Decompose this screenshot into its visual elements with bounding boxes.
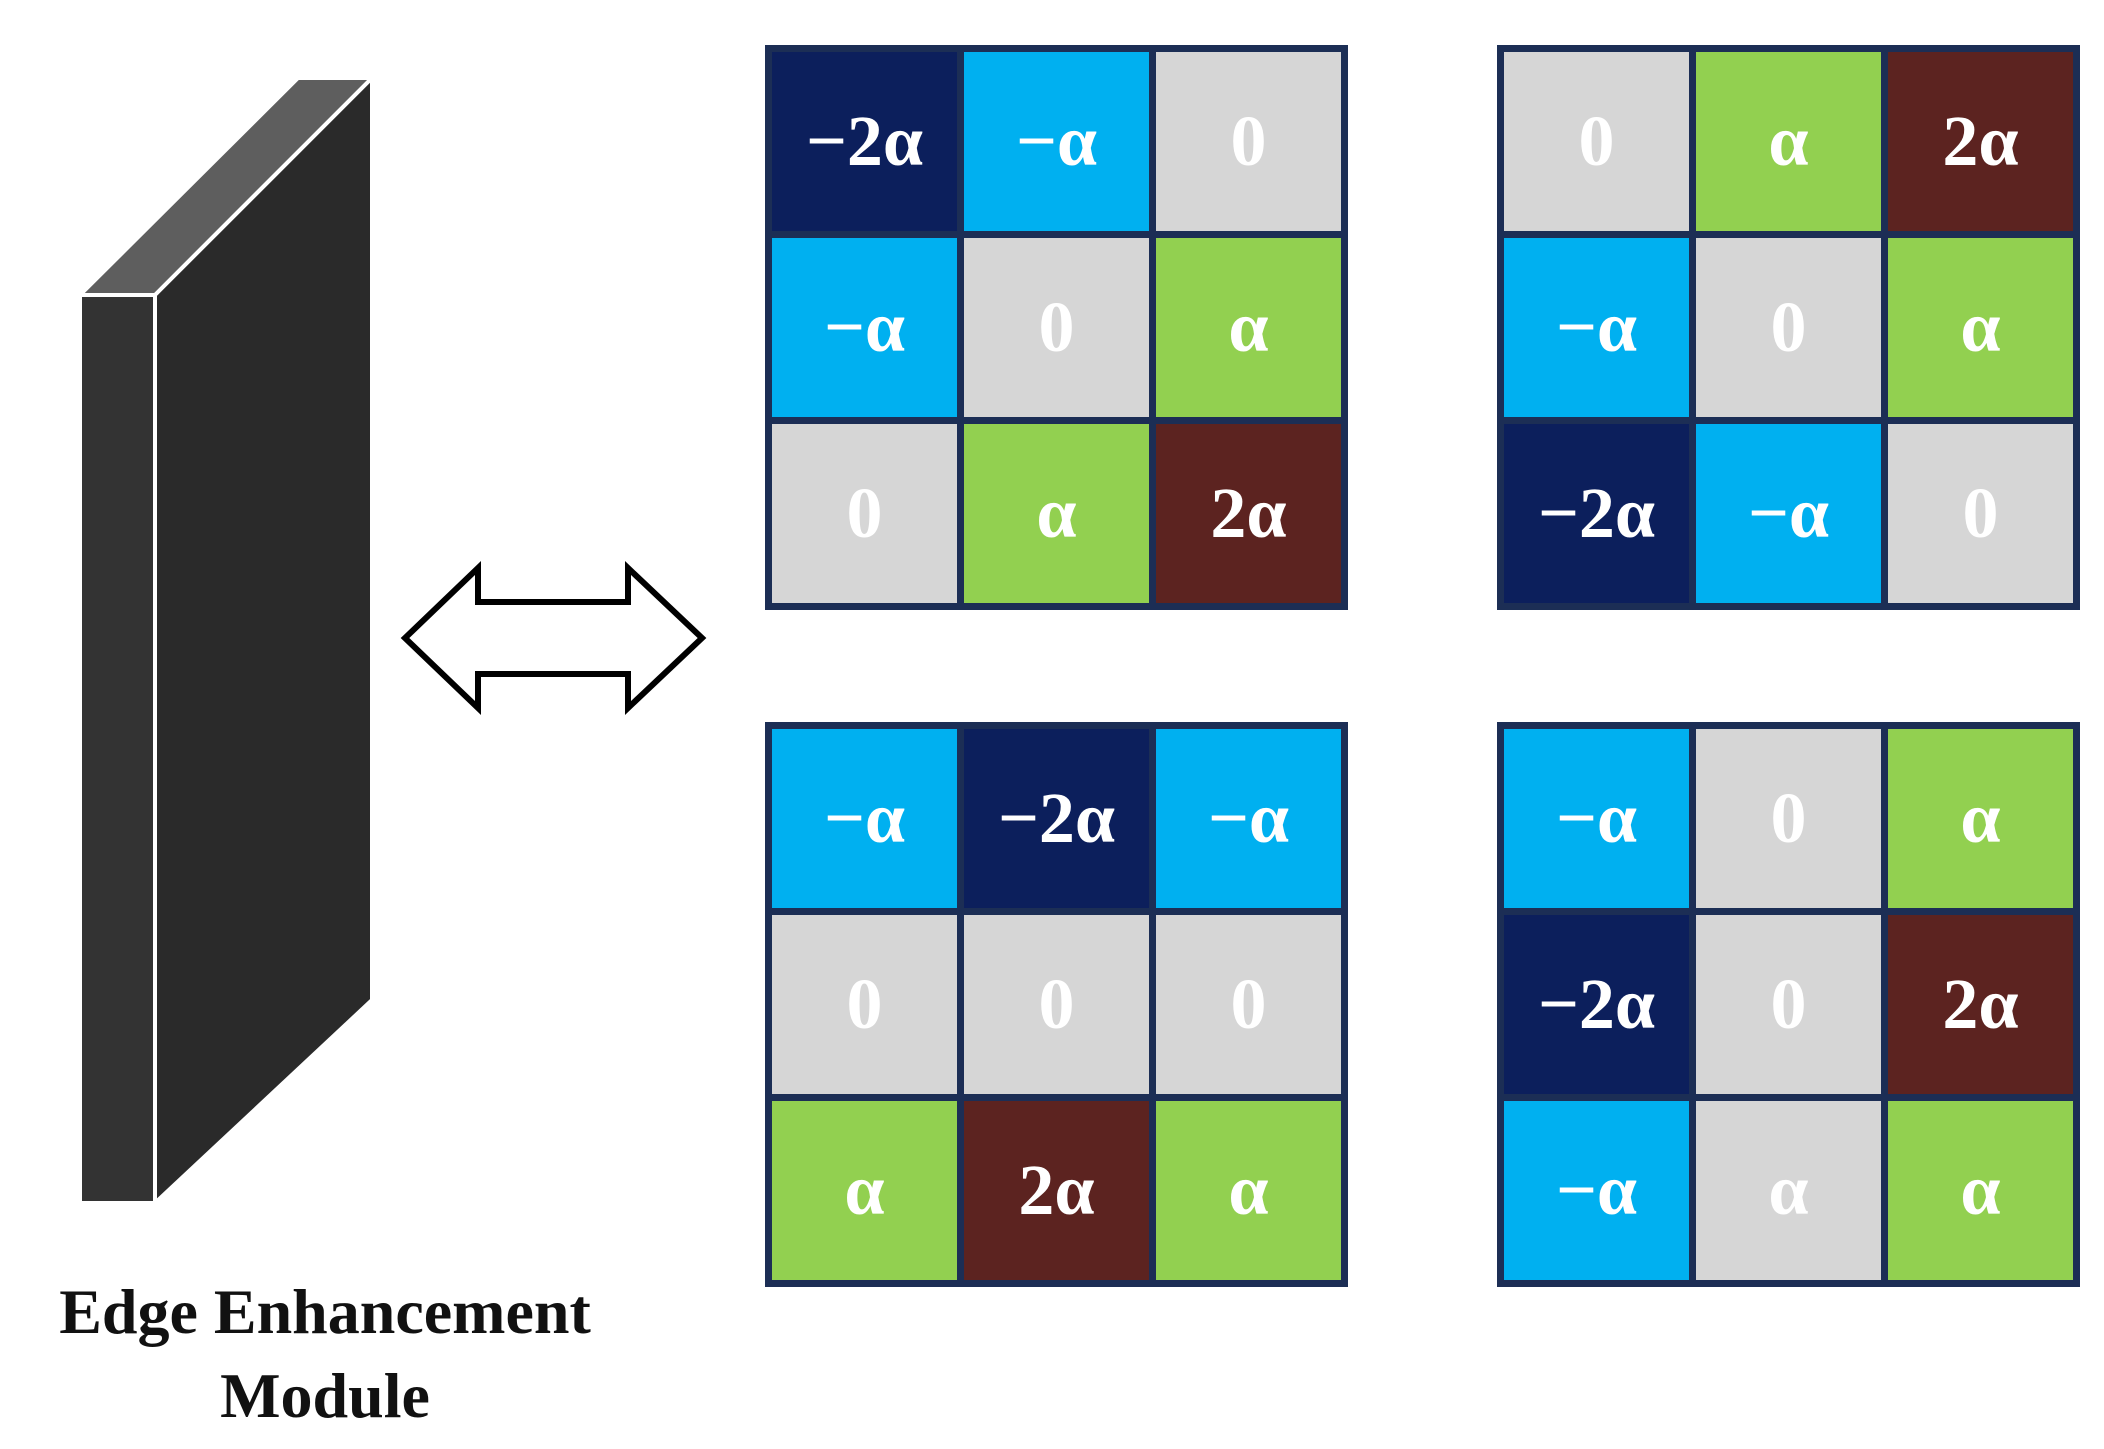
kernel-cell: α: [1888, 729, 2073, 908]
kernel-cell: α: [964, 424, 1149, 603]
kernel-cell: −α: [1696, 424, 1881, 603]
kernel-cell: α: [1888, 238, 2073, 417]
kernel-cell: −α: [772, 238, 957, 417]
kernel-cell: α: [1156, 238, 1341, 417]
kernel-cell: α: [1696, 52, 1881, 231]
kernel-cell: 0: [1696, 729, 1881, 908]
kernel-cell: α: [772, 1101, 957, 1280]
kernel-cell: 0: [1156, 915, 1341, 1094]
kernel-cell: 2α: [1888, 52, 2073, 231]
kernel-cell: −α: [1504, 1101, 1689, 1280]
module-label: Edge Enhancement Module: [0, 1270, 650, 1438]
kernel-cell: −2α: [1504, 915, 1689, 1094]
kernel-cell: 2α: [1156, 424, 1341, 603]
kernel-cell: 0: [772, 915, 957, 1094]
block-front-face: [78, 293, 157, 1205]
kernel-cell: −2α: [1504, 424, 1689, 603]
module-label-line1: Edge Enhancement: [59, 1276, 591, 1347]
kernel-cell: −α: [1504, 729, 1689, 908]
kernel-cell: 0: [772, 424, 957, 603]
kernel-cell: α: [1696, 1101, 1881, 1280]
kernel-cell: −α: [964, 52, 1149, 231]
kernel-cell: 0: [1696, 915, 1881, 1094]
kernel-cell: 2α: [1888, 915, 2073, 1094]
kernel-cell: −α: [1156, 729, 1341, 908]
kernel-cell: −2α: [964, 729, 1149, 908]
kernel-cell: 0: [1156, 52, 1341, 231]
double-arrow-icon: [400, 560, 707, 716]
kernel-cell: α: [1156, 1101, 1341, 1280]
kernel-cell: α: [1888, 1101, 2073, 1280]
kernel-cell: 0: [964, 238, 1149, 417]
kernel-cell: 2α: [964, 1101, 1149, 1280]
kernel-cell: 0: [964, 915, 1149, 1094]
module-label-line2: Module: [220, 1360, 430, 1431]
kernel-cell: 0: [1504, 52, 1689, 231]
kernel-cell: −α: [772, 729, 957, 908]
kernel-cell: 0: [1696, 238, 1881, 417]
kernel-cell: 0: [1888, 424, 2073, 603]
kernel-cell: −2α: [772, 52, 957, 231]
kernel-cell: −α: [1504, 238, 1689, 417]
